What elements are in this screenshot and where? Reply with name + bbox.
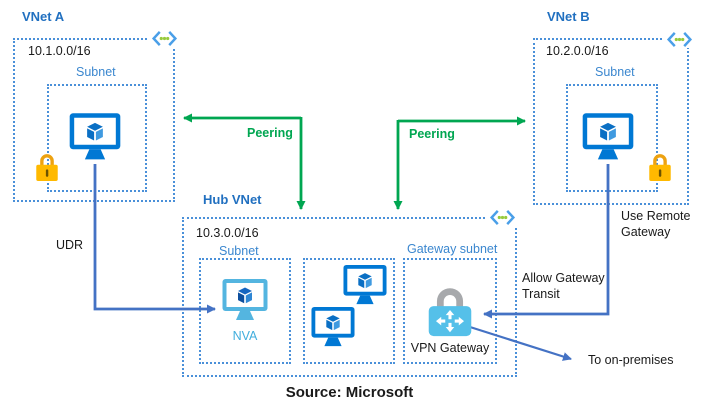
udr-label: UDR (56, 238, 84, 252)
vm-icon (581, 112, 635, 164)
nva-label: NVA (232, 329, 258, 343)
vnet-b-title: VNet B (547, 9, 590, 24)
vnet-b-box (533, 38, 689, 205)
to-on-premises-label: To on-premises (588, 353, 674, 367)
peering-icon (149, 30, 180, 47)
vnet-b-subnet-box (566, 84, 658, 192)
peering-label-right: Peering (409, 127, 455, 141)
vnet-b-subnet-label: Subnet (595, 65, 635, 79)
lock-icon (646, 151, 674, 184)
hub-nva-subnet-box (199, 258, 291, 364)
nva-icon (221, 278, 269, 324)
hub-subnet-label: Subnet (219, 244, 259, 258)
vm-icon (342, 264, 388, 308)
hub-vnet-title: Hub VNet (203, 192, 262, 207)
vpn-gateway-label: VPN Gateway (410, 341, 490, 355)
peering-label-left: Peering (247, 126, 293, 140)
peering-icon (664, 31, 695, 48)
vnet-a-subnet-label: Subnet (76, 65, 116, 79)
lock-icon (33, 151, 61, 184)
allow-gateway-transit-label: Allow Gateway Transit (522, 271, 605, 301)
hub-gateway-subnet-label: Gateway subnet (407, 242, 498, 256)
vnet-b-cidr: 10.2.0.0/16 (546, 44, 609, 58)
peering-icon (487, 209, 518, 226)
use-remote-gateway-label: Use Remote Gateway (621, 209, 691, 239)
hub-vm-subnet-box (303, 258, 395, 364)
vnet-a-title: VNet A (22, 9, 65, 24)
vm-icon (68, 112, 122, 164)
vnet-a-cidr: 10.1.0.0/16 (28, 44, 91, 58)
source-attribution: Source: Microsoft (285, 384, 414, 401)
vpn-gateway-icon (423, 280, 477, 338)
vm-icon (310, 306, 356, 350)
